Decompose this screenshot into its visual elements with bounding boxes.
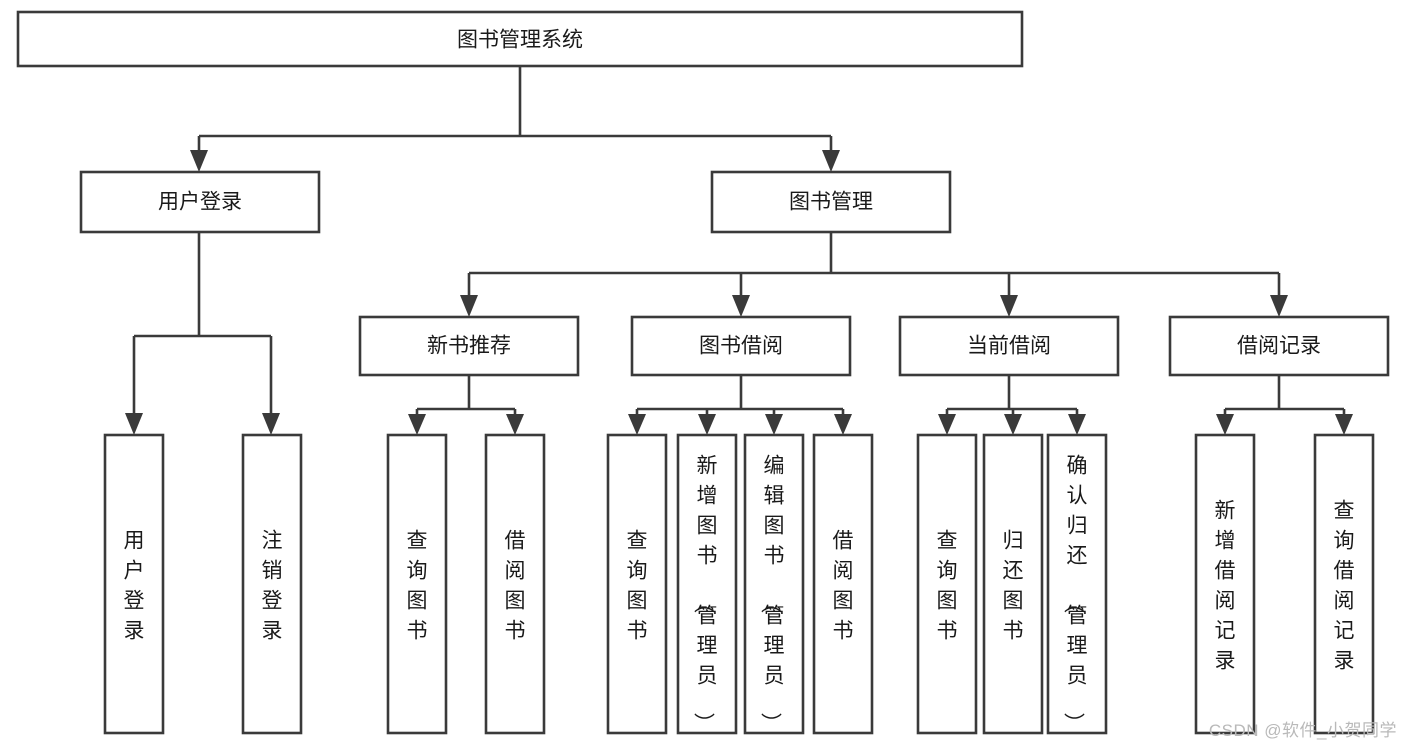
connector-group-root (190, 66, 840, 172)
leaf-confirm-return-box[interactable] (1046, 433, 1108, 735)
node-root[interactable]: 图书管理系统 (16, 10, 1024, 68)
node-current-borrow[interactable]: 当前借阅 (898, 315, 1120, 377)
leaf-borrow-book-2-box[interactable] (812, 433, 874, 735)
leaf-query-record-box[interactable] (1313, 433, 1375, 735)
node-root-box[interactable] (16, 10, 1024, 68)
leaf-user-logout-box[interactable] (241, 433, 303, 735)
connector-group-new-book-rec (408, 375, 524, 435)
leaf-return-book[interactable]: 归还图书 (982, 433, 1044, 735)
arrow-head-user-login (190, 150, 208, 172)
leaf-add-book-label: 新增图书（管理员） (692, 454, 718, 733)
leaf-query-book-2[interactable]: 查询图书 (606, 433, 668, 735)
node-new-book-rec-label: 新书推荐 (427, 335, 511, 358)
leaf-return-book-box[interactable] (982, 433, 1044, 735)
node-user-login[interactable]: 用户登录 (79, 170, 321, 234)
leaf-user-login-label: 用户登录 (124, 529, 145, 642)
arrow-head-leaf-user-login (125, 413, 143, 435)
leaf-add-record-label: 新增借阅记录 (1215, 499, 1236, 672)
connector-group-book-manage (460, 232, 1288, 317)
node-root-label: 图书管理系统 (457, 29, 583, 52)
leaf-edit-book[interactable]: 编辑图书（管理员） (743, 433, 805, 735)
node-borrow-record-label: 借阅记录 (1237, 335, 1321, 358)
arrow-head-leaf-query-book-1 (408, 414, 426, 435)
node-book-manage[interactable]: 图书管理 (710, 170, 952, 234)
leaf-add-book[interactable]: 新增图书（管理员） (676, 433, 738, 735)
arrow-head-leaf-user-logout (262, 413, 280, 435)
leaf-query-book-1-box[interactable] (386, 433, 448, 735)
connector-group-book-borrow (628, 375, 852, 435)
node-book-manage-box[interactable] (710, 170, 952, 234)
node-borrow-record-box[interactable] (1168, 315, 1390, 377)
leaf-query-book-3-box[interactable] (916, 433, 978, 735)
arrow-head-book-borrow (732, 295, 750, 317)
leaf-return-book-label: 归还图书 (1003, 529, 1024, 642)
leaf-query-book-3-label: 查询图书 (937, 529, 958, 642)
leaf-borrow-book-1[interactable]: 借阅图书 (484, 433, 546, 735)
node-book-borrow[interactable]: 图书借阅 (630, 315, 852, 377)
leaf-query-book-1-label: 查询图书 (407, 529, 428, 642)
leaf-user-login[interactable]: 用户登录 (103, 433, 165, 735)
arrow-head-leaf-add-book (698, 414, 716, 435)
connector-group-current-borrow (938, 375, 1086, 435)
leaf-borrow-book-2[interactable]: 借阅图书 (812, 433, 874, 735)
node-current-borrow-box[interactable] (898, 315, 1120, 377)
node-borrow-record[interactable]: 借阅记录 (1168, 315, 1390, 377)
leaf-query-book-3[interactable]: 查询图书 (916, 433, 978, 735)
leaf-add-book-box[interactable] (676, 433, 738, 735)
node-book-borrow-box[interactable] (630, 315, 852, 377)
leaf-user-logout-label: 注销登录 (262, 529, 283, 642)
arrow-head-leaf-query-record (1335, 414, 1353, 435)
arrow-head-current-borrow (1000, 295, 1018, 317)
leaf-query-book-2-box[interactable] (606, 433, 668, 735)
leaf-query-book-1[interactable]: 查询图书 (386, 433, 448, 735)
arrow-head-leaf-edit-book (765, 414, 783, 435)
leaf-edit-book-box[interactable] (743, 433, 805, 735)
leaf-borrow-book-1-label: 借阅图书 (505, 529, 526, 642)
node-user-login-label: 用户登录 (158, 191, 242, 214)
leaf-borrow-book-1-box[interactable] (484, 433, 546, 735)
arrow-head-leaf-add-record (1216, 414, 1234, 435)
csdn-watermark: CSDN @软件_小贺同学 (1208, 721, 1397, 740)
arrow-head-leaf-borrow-book-2 (834, 414, 852, 435)
leaf-add-record[interactable]: 新增借阅记录 (1194, 433, 1256, 735)
leaf-edit-book-label: 编辑图书（管理员） (759, 454, 785, 733)
leaf-confirm-return[interactable]: 确认归还（管理员） (1046, 433, 1108, 735)
connector-group-user-login (125, 232, 280, 435)
arrow-head-leaf-query-book-2 (628, 414, 646, 435)
arrow-head-borrow-record (1270, 295, 1288, 317)
leaf-query-record-label: 查询借阅记录 (1334, 499, 1355, 672)
node-current-borrow-label: 当前借阅 (967, 335, 1051, 358)
arrow-head-book-manage (822, 150, 840, 172)
leaf-user-logout[interactable]: 注销登录 (241, 433, 303, 735)
leaf-add-record-box[interactable] (1194, 433, 1256, 735)
node-user-login-box[interactable] (79, 170, 321, 234)
node-book-manage-label: 图书管理 (789, 191, 873, 214)
leaf-confirm-return-label: 确认归还（管理员） (1062, 454, 1088, 733)
node-new-book-rec[interactable]: 新书推荐 (358, 315, 580, 377)
leaf-user-login-box[interactable] (103, 433, 165, 735)
arrow-head-leaf-return-book (1004, 414, 1022, 435)
connector-group-borrow-record (1216, 375, 1353, 435)
arrow-head-new-book-rec (460, 295, 478, 317)
leaf-borrow-book-2-label: 借阅图书 (833, 529, 854, 642)
arrow-head-leaf-query-book-3 (938, 414, 956, 435)
node-new-book-rec-box[interactable] (358, 315, 580, 377)
node-book-borrow-label: 图书借阅 (699, 335, 783, 358)
leaf-query-record[interactable]: 查询借阅记录 (1313, 433, 1375, 735)
arrow-head-leaf-confirm-return (1068, 414, 1086, 435)
leaf-query-book-2-label: 查询图书 (627, 529, 648, 642)
arrow-head-leaf-borrow-book-1 (506, 414, 524, 435)
